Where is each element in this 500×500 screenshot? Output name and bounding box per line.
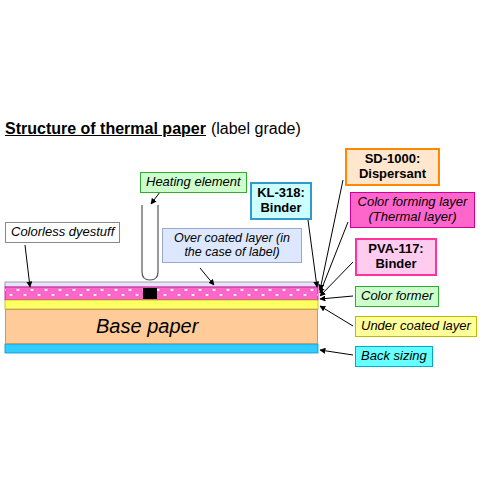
callout-text: Base paper [96,315,198,338]
leader-line [320,350,353,355]
leader-line [320,262,353,296]
leader-line [200,268,214,285]
callout-box: Heating element [140,172,247,193]
leader-line [320,180,343,290]
callout-text: Heating element [146,175,241,190]
leader-line [320,296,353,299]
callout-text: Under coated layer [361,319,471,334]
leader-line [320,306,353,326]
callout-text: Back sizing [361,349,427,364]
callout-text: SD-1000: Dispersant [352,152,433,182]
callout-box: Back sizing [355,346,433,367]
callout-text: PVA-117: Binder [362,242,430,272]
leader-line [320,222,348,293]
leader-line [25,245,30,287]
heated-spot [143,288,157,299]
callout-box: Color forming layer (Thermal layer) [350,192,475,228]
callout-text: Colorless dyestuff [11,225,114,240]
callout-text: Color former [361,289,433,304]
leader-line [308,220,317,287]
callout-text: Over coated layer (in the case of label) [168,231,296,260]
callout-text: Color forming layer (Thermal layer) [356,195,469,225]
leader-line [151,192,160,204]
over-coat-layer [5,282,318,287]
back-sizing-layer [5,344,318,353]
dye-particles [5,287,318,300]
callout-box: KL-318: Binder [250,182,312,220]
callout-box: Over coated layer (in the case of label) [162,228,302,263]
diagram-title: Structure of thermal paper [5,120,206,138]
thermal-layer [5,287,318,300]
under-coat-layer [5,300,318,309]
callout-box: Colorless dyestuff [5,222,120,243]
callout-text: KL-318: Binder [257,186,305,216]
callout-box: Under coated layer [355,316,477,337]
callout-box: Color former [355,286,439,307]
title-note: (label grade) [211,120,301,138]
base-paper-band: Base paper [5,309,318,344]
callout-box: PVA-117: Binder [355,238,437,276]
heating-probe [142,205,158,280]
callout-box: SD-1000: Dispersant [345,148,440,186]
